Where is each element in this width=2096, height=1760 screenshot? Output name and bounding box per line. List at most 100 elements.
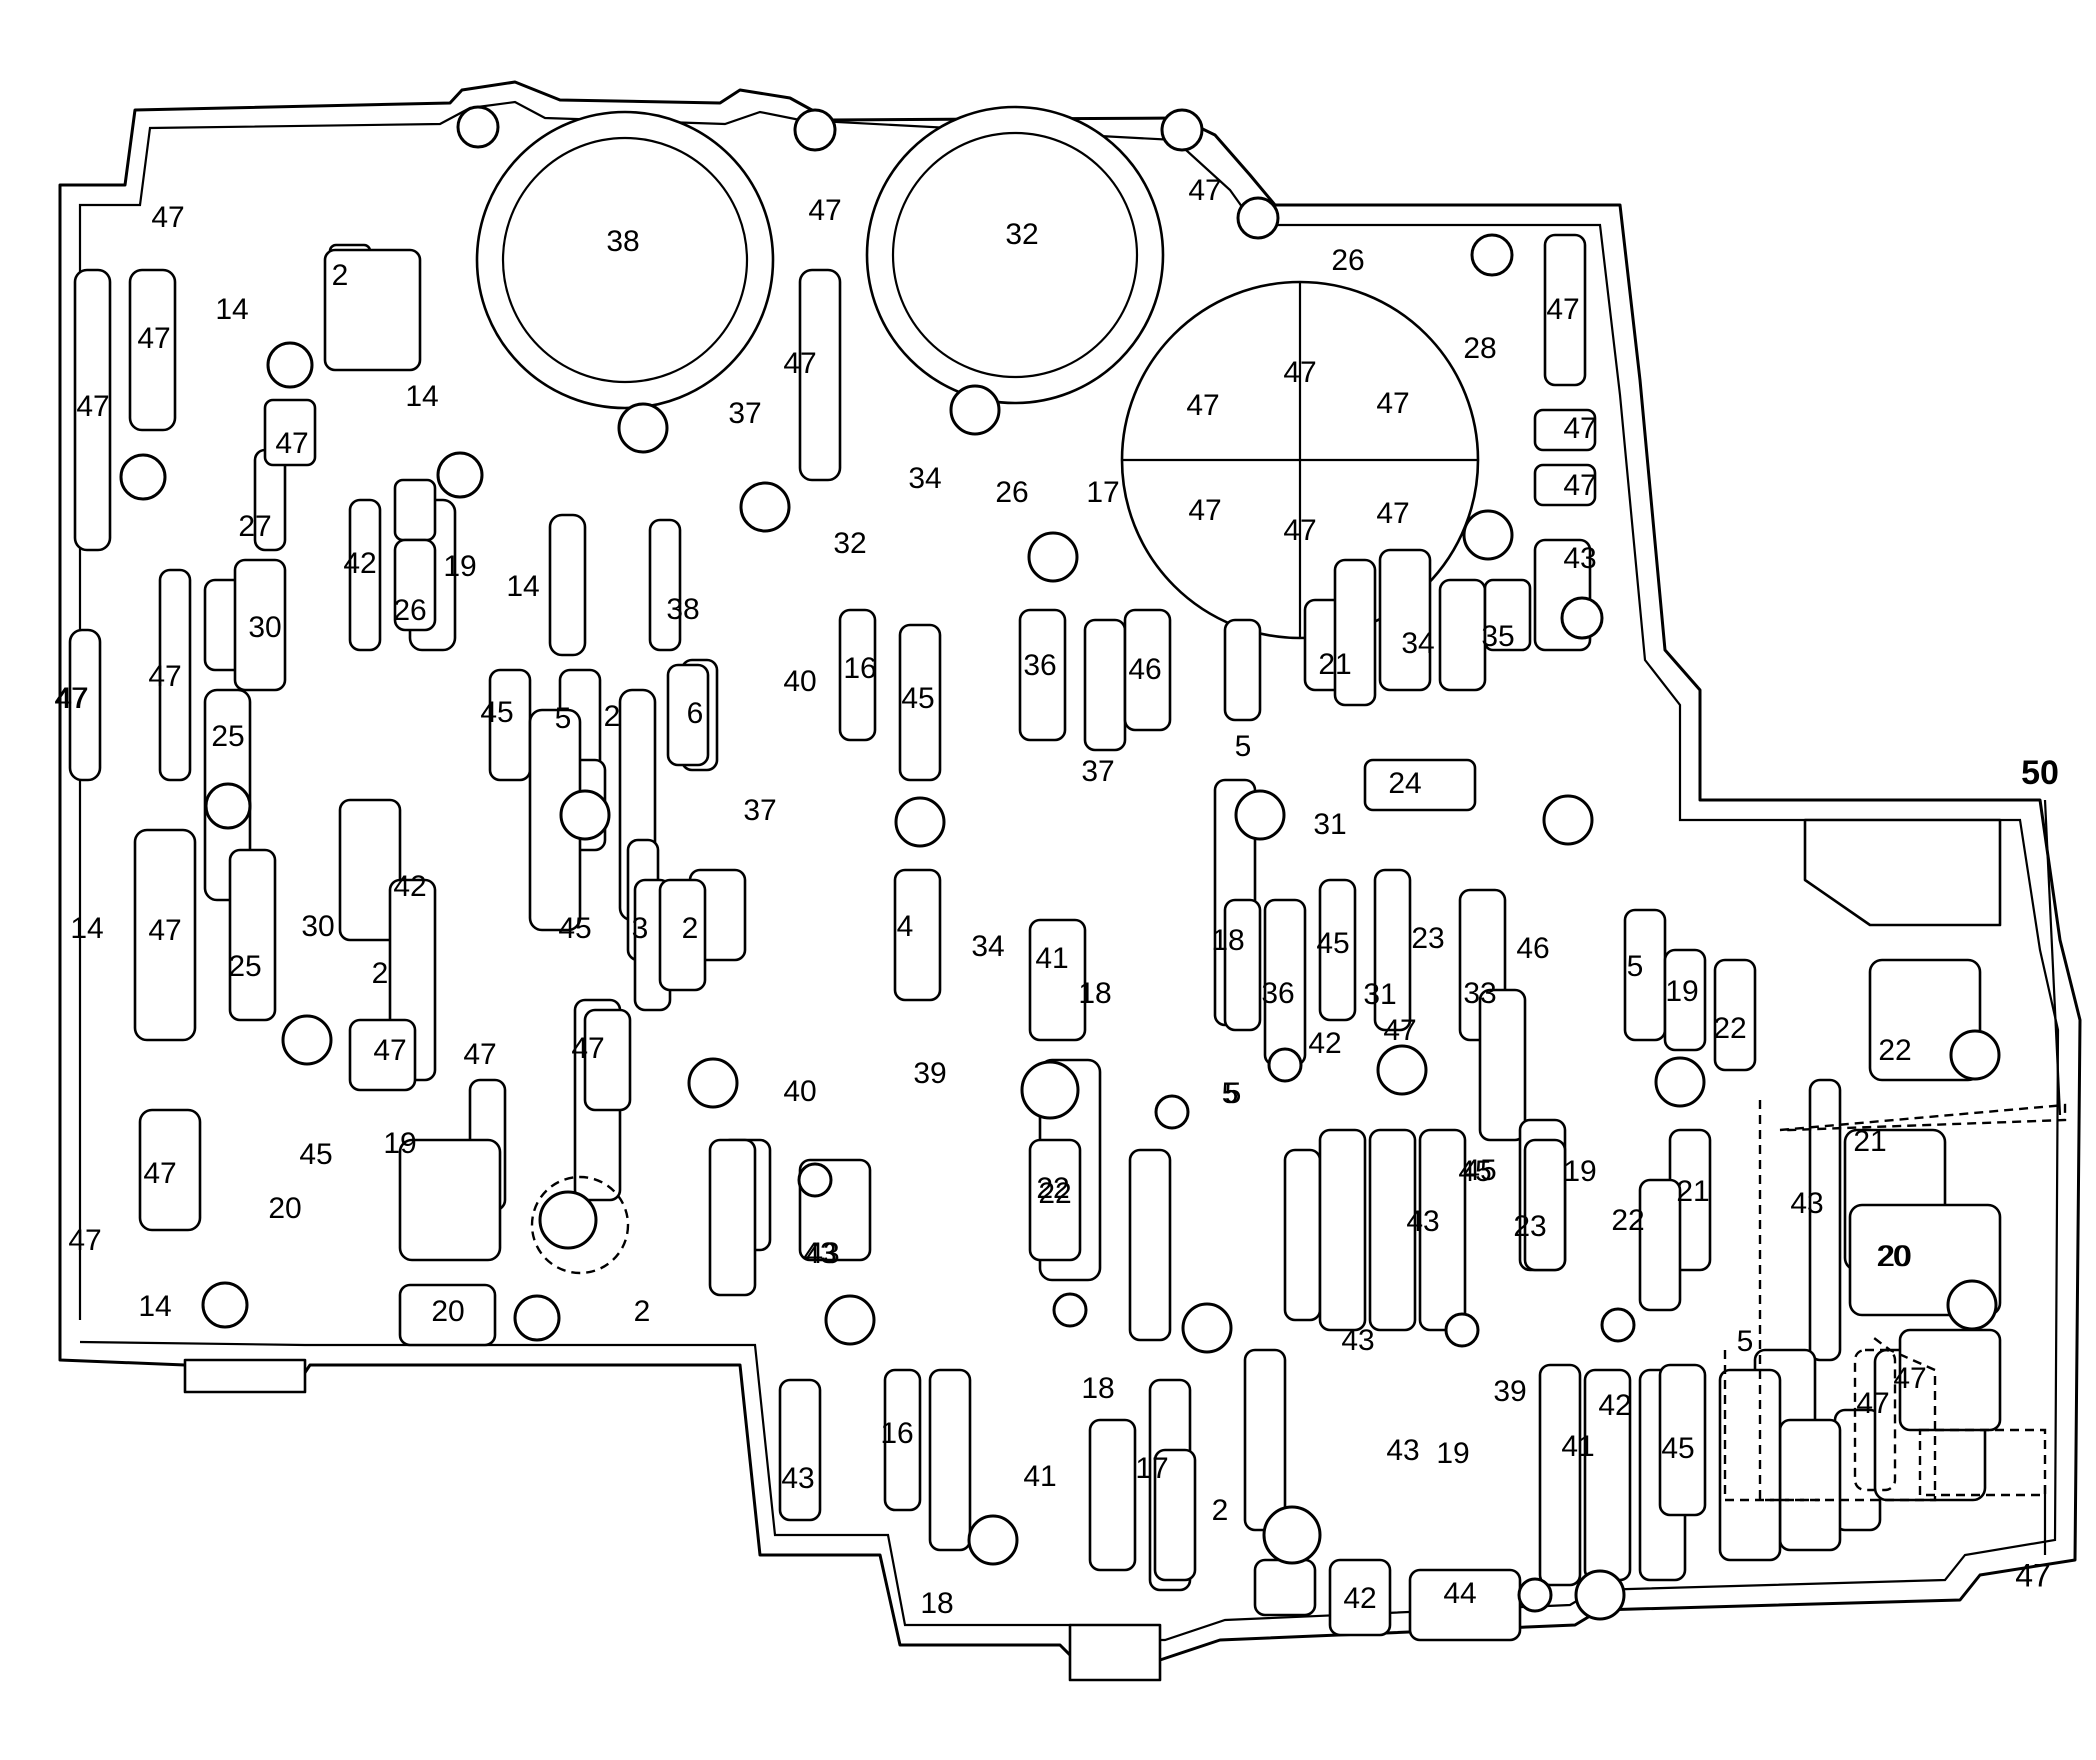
passage-label: 14 — [70, 912, 103, 945]
passage-label: 47 — [1563, 412, 1596, 445]
passage-label: 27 — [238, 510, 271, 543]
passage-label: 45 — [299, 1138, 332, 1171]
passage-label: 46 — [1128, 653, 1161, 686]
passage-label: 5 — [1222, 1077, 1239, 1110]
passage-label: 43 — [781, 1462, 814, 1495]
bolt-holes — [119, 105, 2001, 1621]
bore-32 — [865, 105, 1165, 405]
passage-label: 14 — [215, 293, 248, 326]
passage-label: 20 — [268, 1192, 301, 1225]
passage-label: 47 — [463, 1038, 496, 1071]
passage-label: 5 — [1225, 1077, 1242, 1110]
passage-label: 47 — [1186, 389, 1219, 422]
passage-label: 47 — [1283, 356, 1316, 389]
passage-label: 33 — [1463, 977, 1496, 1010]
passage-label: 5 — [1627, 950, 1644, 983]
passage-label: 43 — [806, 1237, 839, 1270]
passage-label: 30 — [248, 611, 281, 644]
passage-label: 19 — [1563, 1155, 1596, 1188]
passage-label: 47 — [373, 1034, 406, 1067]
passage-label: 36 — [1261, 977, 1294, 1010]
passage-label: 24 — [1388, 767, 1421, 800]
passage-label: 43 — [1341, 1324, 1374, 1357]
passage-label: 43 — [1790, 1187, 1823, 1220]
passage-label: 14 — [405, 380, 438, 413]
passage-label: 47 — [76, 390, 109, 423]
passage-label: 45 — [1661, 1432, 1694, 1465]
passage-label: 47 — [1893, 1362, 1926, 1395]
passage-label: 42 — [1598, 1389, 1631, 1422]
passage-label: 47 — [1188, 174, 1221, 207]
passage-label: 45 — [901, 682, 934, 715]
passage-label: 30 — [301, 910, 334, 943]
passage-label: 40 — [783, 665, 816, 698]
passage-label: 37 — [743, 794, 776, 827]
passage-label: 17 — [1135, 1452, 1168, 1485]
callout-50: 50 — [2021, 754, 2059, 792]
passage-label: 2 — [332, 259, 349, 292]
passage-label: 18 — [1078, 977, 1111, 1010]
passage-label: 36 — [1023, 649, 1056, 682]
passage-label: 47 — [275, 427, 308, 460]
passage-label: 42 — [343, 547, 376, 580]
passage-label: 47 — [143, 1157, 176, 1190]
passage-label: 47 — [1283, 514, 1316, 547]
passage-label: 22 — [1036, 1172, 1069, 1205]
passage-label: 38 — [606, 225, 639, 258]
passage-label: 35 — [1481, 620, 1514, 653]
passage-label: 32 — [1005, 218, 1038, 251]
passage-label: 20 — [1878, 1240, 1911, 1273]
passage-label: 45 — [480, 696, 513, 729]
passage-label: 26 — [995, 476, 1028, 509]
passage-label: 16 — [880, 1417, 913, 1450]
passage-label: 18 — [920, 1587, 953, 1620]
passage-label: 2 — [372, 957, 389, 990]
passage-label: 22 — [1611, 1204, 1644, 1237]
passage-label: 47 — [783, 347, 816, 380]
passage-label: 34 — [971, 930, 1004, 963]
passage-label: 47 — [1376, 387, 1409, 420]
passage-label: 25 — [228, 950, 261, 983]
passage-label: 19 — [383, 1127, 416, 1160]
passage-label: 2 — [1212, 1494, 1229, 1527]
passage-label: 40 — [783, 1075, 816, 1108]
passage-label: 18 — [1081, 1372, 1114, 1405]
passage-label: 47 — [1383, 1014, 1416, 1047]
passage-label: 47 — [571, 1032, 604, 1065]
callout-47: 47 — [2015, 1557, 2051, 1593]
passage-label: 41 — [1023, 1460, 1056, 1493]
passage-label: 43 — [1386, 1434, 1419, 1467]
passage-label: 47 — [151, 201, 184, 234]
passage-label: 47 — [808, 194, 841, 227]
passage-label: 34 — [1401, 627, 1434, 660]
passage-label: 2 — [604, 700, 621, 733]
passage-label: 31 — [1363, 978, 1396, 1011]
passage-labels: 47 38 47 32 47 26 2 14 47 47 47 37 47 28… — [54, 174, 1926, 1620]
passage-label: 16 — [843, 652, 876, 685]
bore-38 — [475, 110, 775, 410]
passage-label: 3 — [632, 912, 649, 945]
passage-label: 21 — [1318, 648, 1351, 681]
passage-label: 22 — [1038, 1177, 1071, 1210]
passage-label: 47 — [1546, 293, 1579, 326]
passage-label: 22 — [1713, 1012, 1746, 1045]
valve-body-outline — [58, 80, 2082, 1682]
passage-label: 42 — [1308, 1027, 1341, 1060]
passage-label: 2 — [682, 912, 699, 945]
passage-label: 5 — [555, 702, 572, 735]
passage-label: 19 — [1436, 1437, 1469, 1470]
passage-label: 4 — [897, 910, 914, 943]
passage-label: 22 — [1878, 1034, 1911, 1067]
passage-label: 20 — [1876, 1240, 1909, 1273]
passage-label: 47 — [1376, 497, 1409, 530]
passage-label: 18 — [1211, 924, 1244, 957]
passage-label: 14 — [138, 1290, 171, 1323]
passage-label: 45 — [1463, 1154, 1496, 1187]
passage-label: 32 — [833, 527, 866, 560]
passage-label: 38 — [666, 593, 699, 626]
callout-leaders — [2043, 799, 2062, 1555]
passage-label: 14 — [506, 570, 539, 603]
passage-label: 47 — [1563, 469, 1596, 502]
passage-label: 42 — [1343, 1582, 1376, 1615]
